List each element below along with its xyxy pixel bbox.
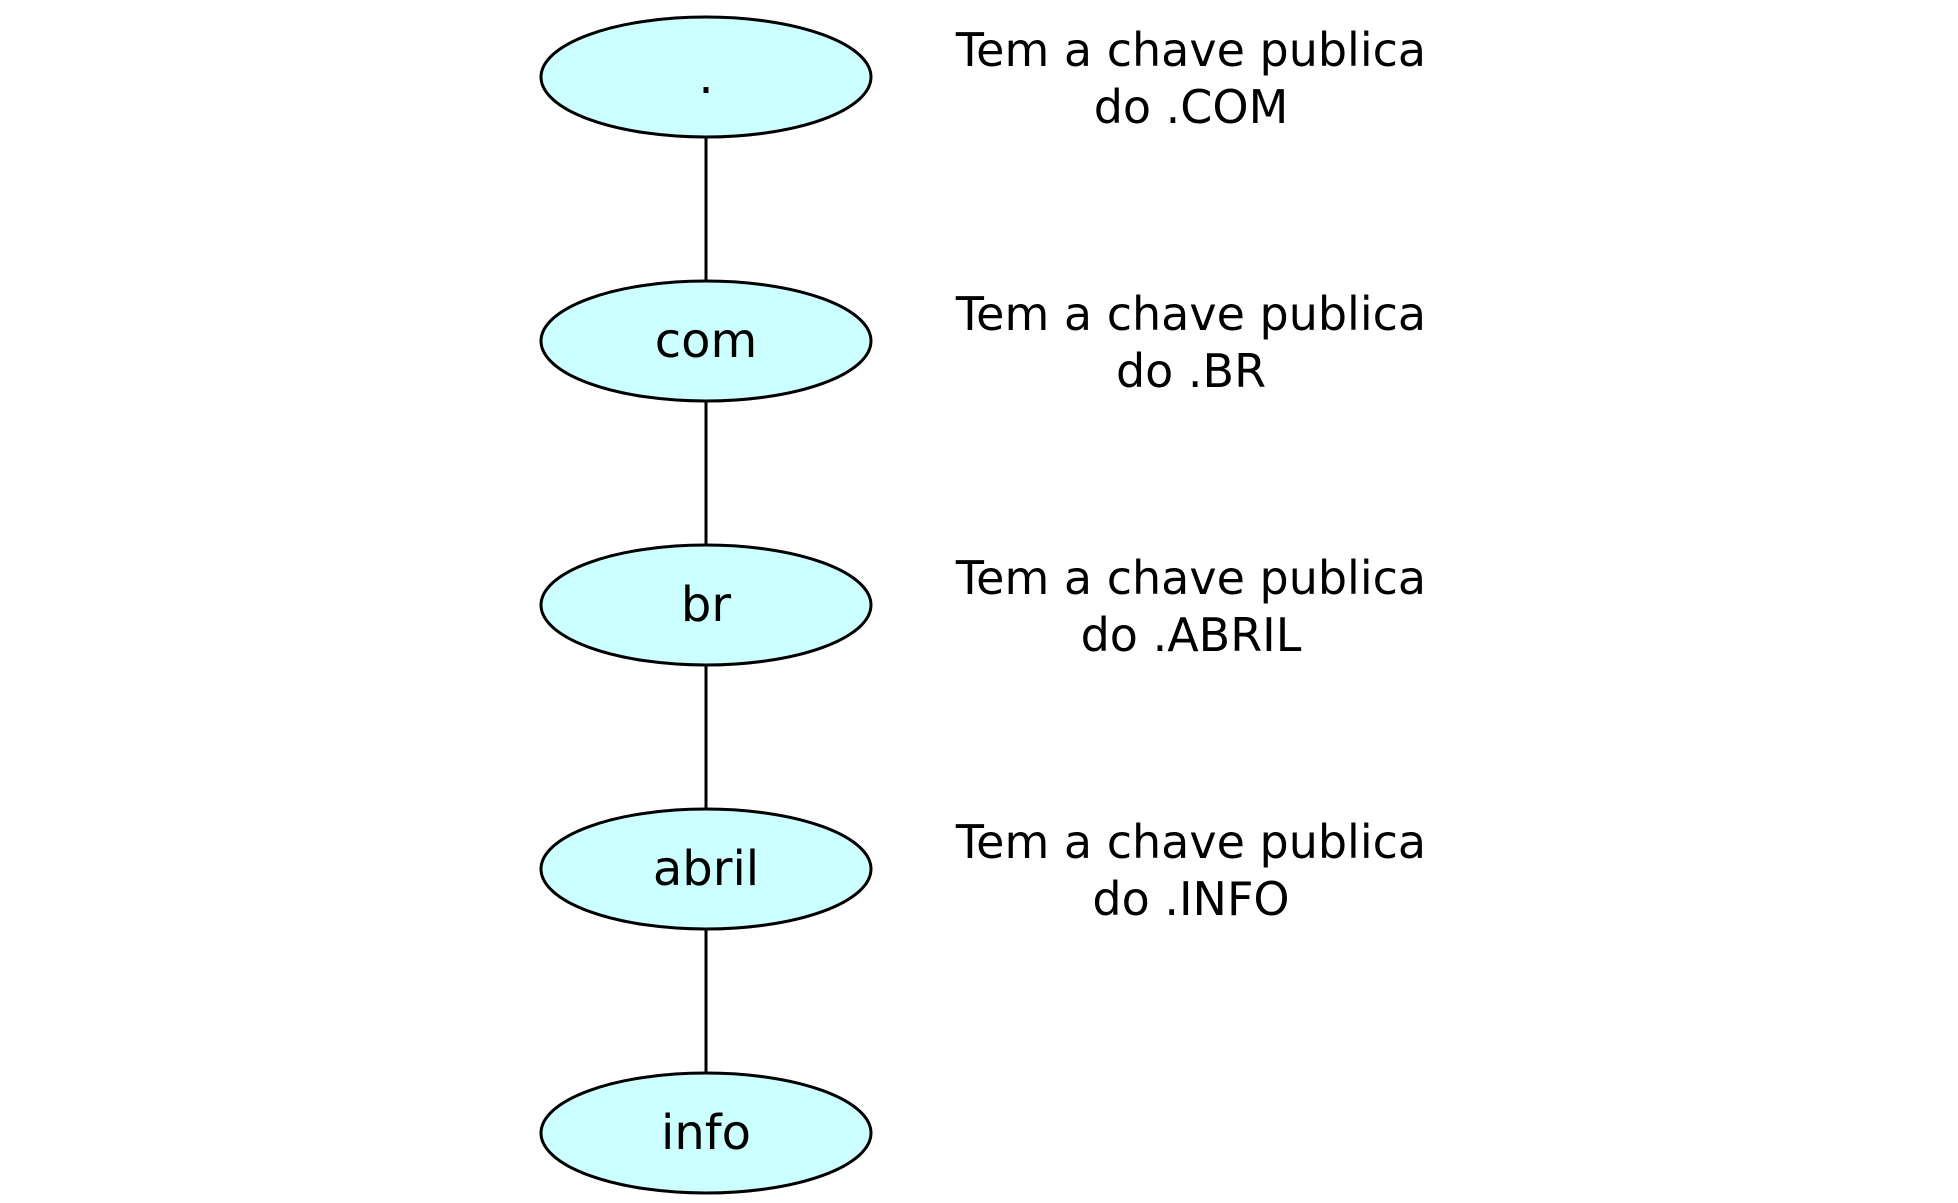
node-abril: abril bbox=[539, 807, 873, 931]
note-info-line1: Tem a chave publica bbox=[955, 815, 1426, 869]
node-info-label: info bbox=[661, 1105, 751, 1161]
node-abril-shape bbox=[539, 807, 873, 931]
node-info: info bbox=[539, 1071, 873, 1195]
node-br-label: br bbox=[681, 577, 731, 633]
node-com-label: com bbox=[655, 313, 758, 369]
note-com-line2: do .COM bbox=[1094, 80, 1289, 134]
note-br-line1: Tem a chave publica bbox=[955, 287, 1426, 341]
note-com: Tem a chave publica do .COM bbox=[955, 23, 1426, 134]
note-info-line2: do .INFO bbox=[1092, 872, 1289, 926]
note-abril: Tem a chave publica do .ABRIL bbox=[955, 551, 1426, 662]
note-abril-line2: do .ABRIL bbox=[1081, 608, 1302, 662]
note-br-line2: do .BR bbox=[1116, 344, 1266, 398]
node-com: com bbox=[539, 279, 873, 403]
node-root: . bbox=[539, 15, 873, 139]
node-info-shape bbox=[539, 1071, 873, 1195]
node-abril-label: abril bbox=[653, 841, 759, 897]
node-root-shape bbox=[539, 15, 873, 139]
note-br: Tem a chave publica do .BR bbox=[955, 287, 1426, 398]
note-abril-line1: Tem a chave publica bbox=[955, 551, 1426, 605]
node-com-shape bbox=[539, 279, 873, 403]
note-info: Tem a chave publica do .INFO bbox=[955, 815, 1426, 926]
node-br: br bbox=[539, 543, 873, 667]
node-br-shape bbox=[539, 543, 873, 667]
note-com-line1: Tem a chave publica bbox=[955, 23, 1426, 77]
node-root-label: . bbox=[698, 49, 713, 105]
